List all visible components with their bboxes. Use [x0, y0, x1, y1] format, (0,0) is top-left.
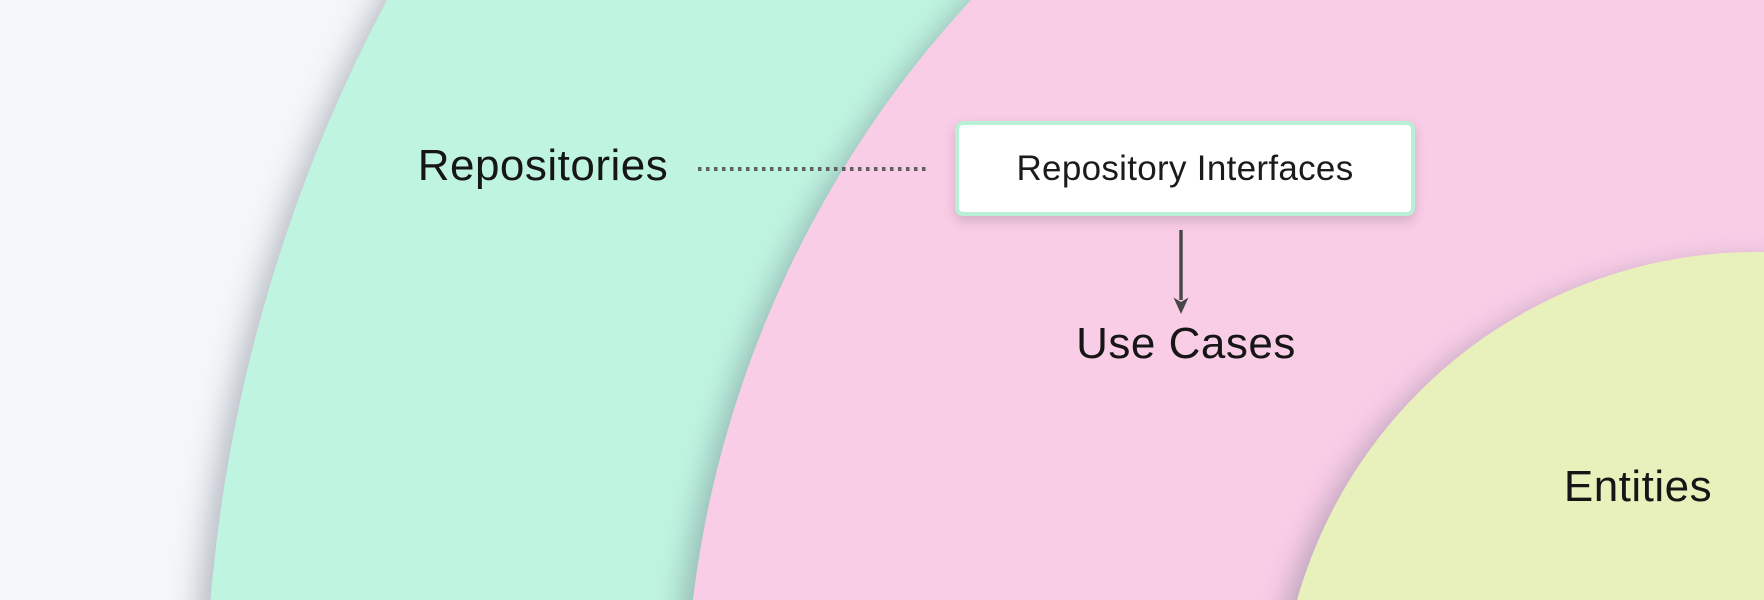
use-cases-label: Use Cases — [1076, 319, 1296, 368]
entities-label: Entities — [1563, 462, 1713, 511]
repositories-label: Repositories — [417, 141, 669, 190]
arrow-down-icon — [1166, 228, 1196, 316]
dotted-connector-line — [698, 167, 929, 171]
repository-interfaces-label: Repository Interfaces — [1016, 148, 1354, 188]
repository-interfaces-node: Repository Interfaces — [955, 121, 1415, 216]
